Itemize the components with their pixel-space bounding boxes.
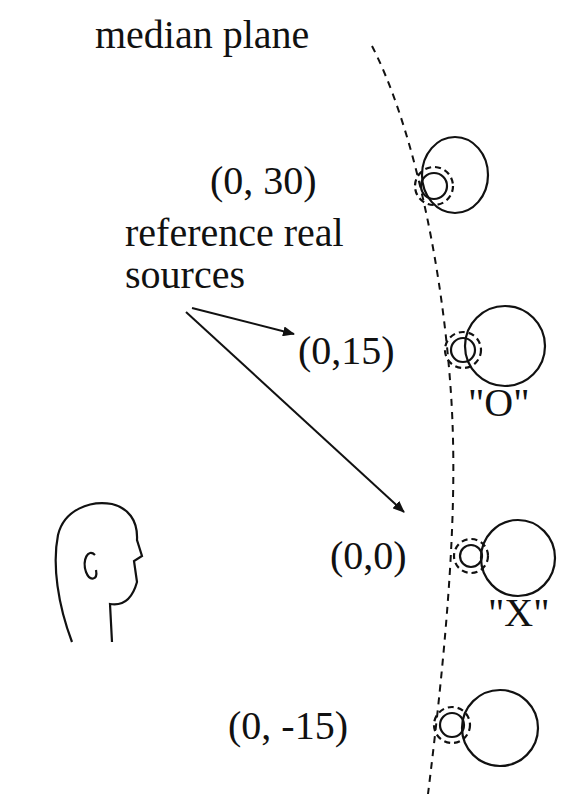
response-label: "X" [488, 592, 550, 634]
response-label: "O" [468, 382, 530, 424]
position-label: (0, 30) [210, 160, 317, 202]
loudspeakers [415, 137, 555, 766]
median-plane-arc [372, 46, 453, 794]
plane-label: median plane [95, 14, 309, 56]
position-label: (0, -15) [228, 705, 348, 747]
position-label: (0,0) [330, 535, 407, 577]
position-label: (0,15) [298, 330, 395, 372]
head-outline [56, 503, 142, 642]
leader-arrows [186, 308, 404, 512]
callout-text: reference real sources [125, 212, 350, 296]
